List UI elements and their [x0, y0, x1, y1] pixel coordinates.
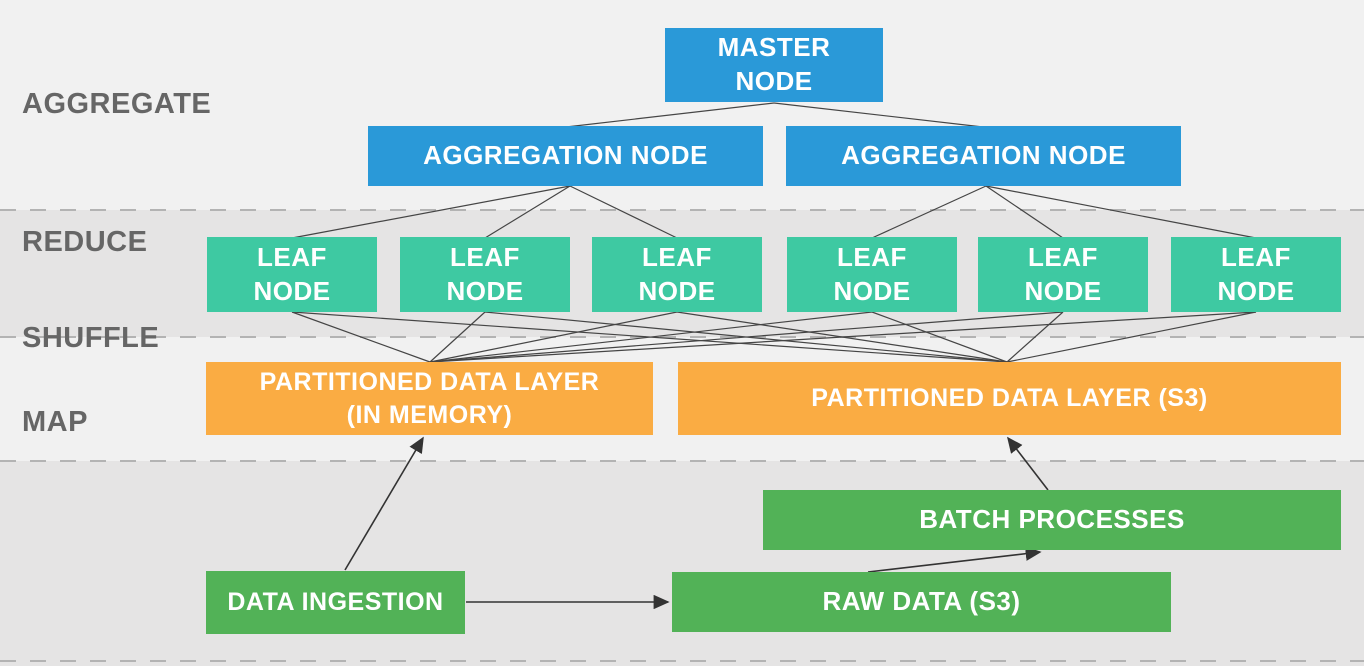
dashed-separator: [0, 460, 1364, 462]
master-node: MASTER NODE: [665, 28, 883, 102]
dashed-separator: [0, 660, 1364, 662]
raw-data-s3: RAW DATA (S3): [672, 572, 1171, 632]
tier-label-reduce: REDUCE: [22, 226, 148, 258]
leaf-node-3: LEAF NODE: [592, 237, 762, 312]
batch-processes: BATCH PROCESSES: [763, 490, 1341, 550]
aggregation-node-2: AGGREGATION NODE: [786, 126, 1181, 186]
leaf-node-1: LEAF NODE: [207, 237, 377, 312]
data-ingestion: DATA INGESTION: [206, 571, 465, 634]
aggregation-node-1: AGGREGATION NODE: [368, 126, 763, 186]
leaf-node-2: LEAF NODE: [400, 237, 570, 312]
partitioned-data-layer-s3: PARTITIONED DATA LAYER (S3): [678, 362, 1341, 435]
dashed-separator: [0, 336, 1364, 338]
tier-label-shuffle: SHUFFLE: [22, 322, 160, 354]
leaf-node-4: LEAF NODE: [787, 237, 957, 312]
leaf-node-6: LEAF NODE: [1171, 237, 1341, 312]
leaf-node-5: LEAF NODE: [978, 237, 1148, 312]
tier-label-map: MAP: [22, 406, 88, 438]
dashed-separator: [0, 209, 1364, 211]
partitioned-data-layer-memory: PARTITIONED DATA LAYER (IN MEMORY): [206, 362, 653, 435]
tier-label-aggregate: AGGREGATE: [22, 88, 212, 120]
